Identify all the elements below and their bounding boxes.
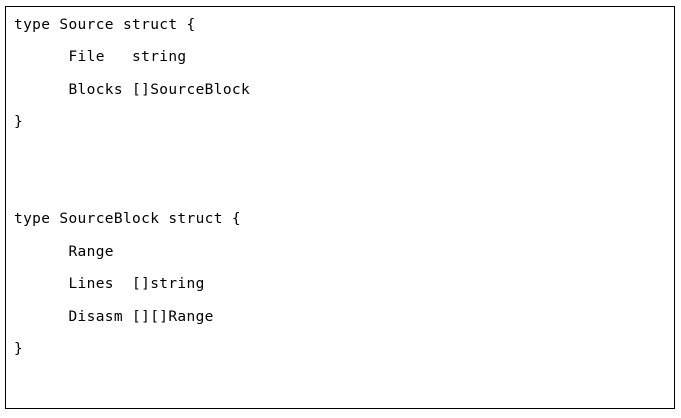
code-line: }	[14, 340, 24, 357]
code-content: type Source struct { File string Blocks …	[14, 9, 674, 408]
code-line: type SourceBlock struct {	[14, 211, 241, 228]
code-line: Lines []string	[14, 276, 205, 293]
code-line-blank	[14, 171, 674, 203]
code-line-blank	[14, 398, 674, 408]
code-line: }	[14, 114, 24, 131]
code-block-frame: type Source struct { File string Blocks …	[5, 6, 675, 409]
code-listing[interactable]: type Source struct { File string Blocks …	[14, 9, 674, 408]
code-line: Disasm [][]Range	[14, 308, 214, 325]
code-line: type Source struct {	[14, 17, 196, 33]
code-line-blank	[14, 365, 674, 397]
code-line: Range	[14, 243, 114, 260]
code-line: Blocks []SourceBlock	[14, 81, 251, 98]
code-line-blank	[14, 139, 674, 171]
code-line: File string	[14, 49, 187, 66]
